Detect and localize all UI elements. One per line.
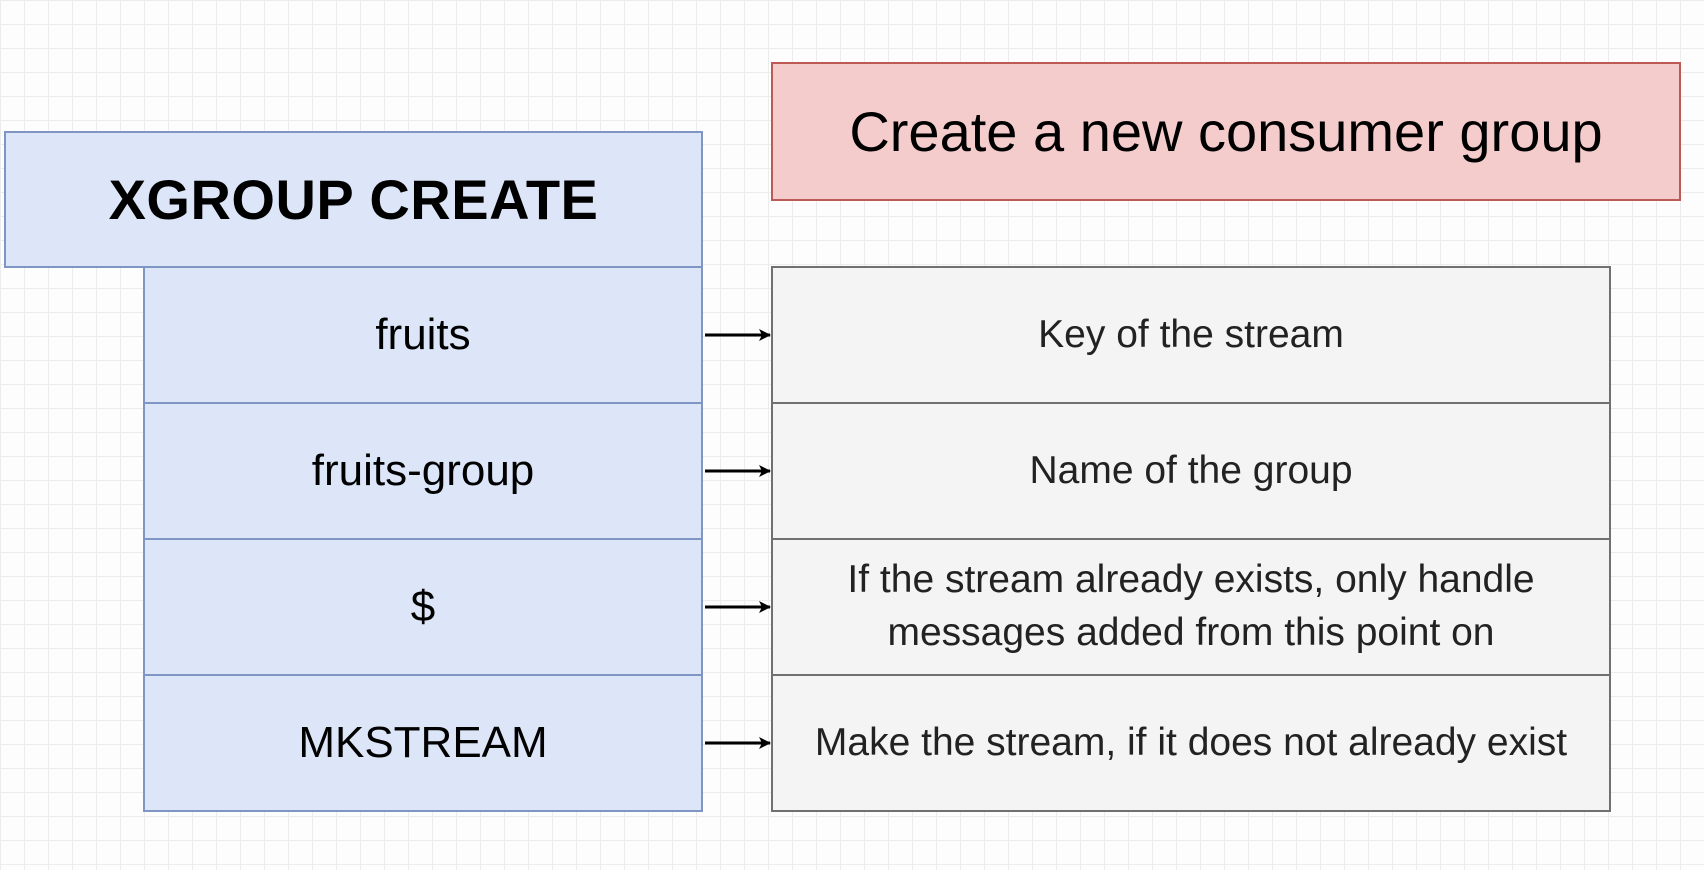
command-name: XGROUP CREATE [108,168,599,231]
argument-box-id: $ [143,538,703,676]
argument-box-mkstream: MKSTREAM [143,674,703,812]
argument-box-group: fruits-group [143,402,703,540]
command-description-box: Create a new consumer group [771,62,1681,201]
argument-box-key: fruits [143,266,703,404]
argument-description-box: Key of the stream [771,266,1611,404]
argument-description-box: Make the stream, if it does not already … [771,674,1611,812]
argument-description: Key of the stream [1038,312,1344,356]
argument-label: $ [410,582,436,631]
argument-label: fruits-group [311,446,535,495]
argument-label: fruits [375,310,471,359]
command-description: Create a new consumer group [849,100,1603,163]
argument-description-box: If the stream already exists, only handl… [771,538,1611,676]
command-name-box: XGROUP CREATE [4,131,703,268]
argument-description-box: Name of the group [771,402,1611,540]
argument-description: Make the stream, if it does not already … [814,720,1568,764]
argument-description: Name of the group [1029,448,1353,492]
argument-label: MKSTREAM [298,718,548,767]
argument-description: If the stream already exists, only handl… [847,558,1535,654]
